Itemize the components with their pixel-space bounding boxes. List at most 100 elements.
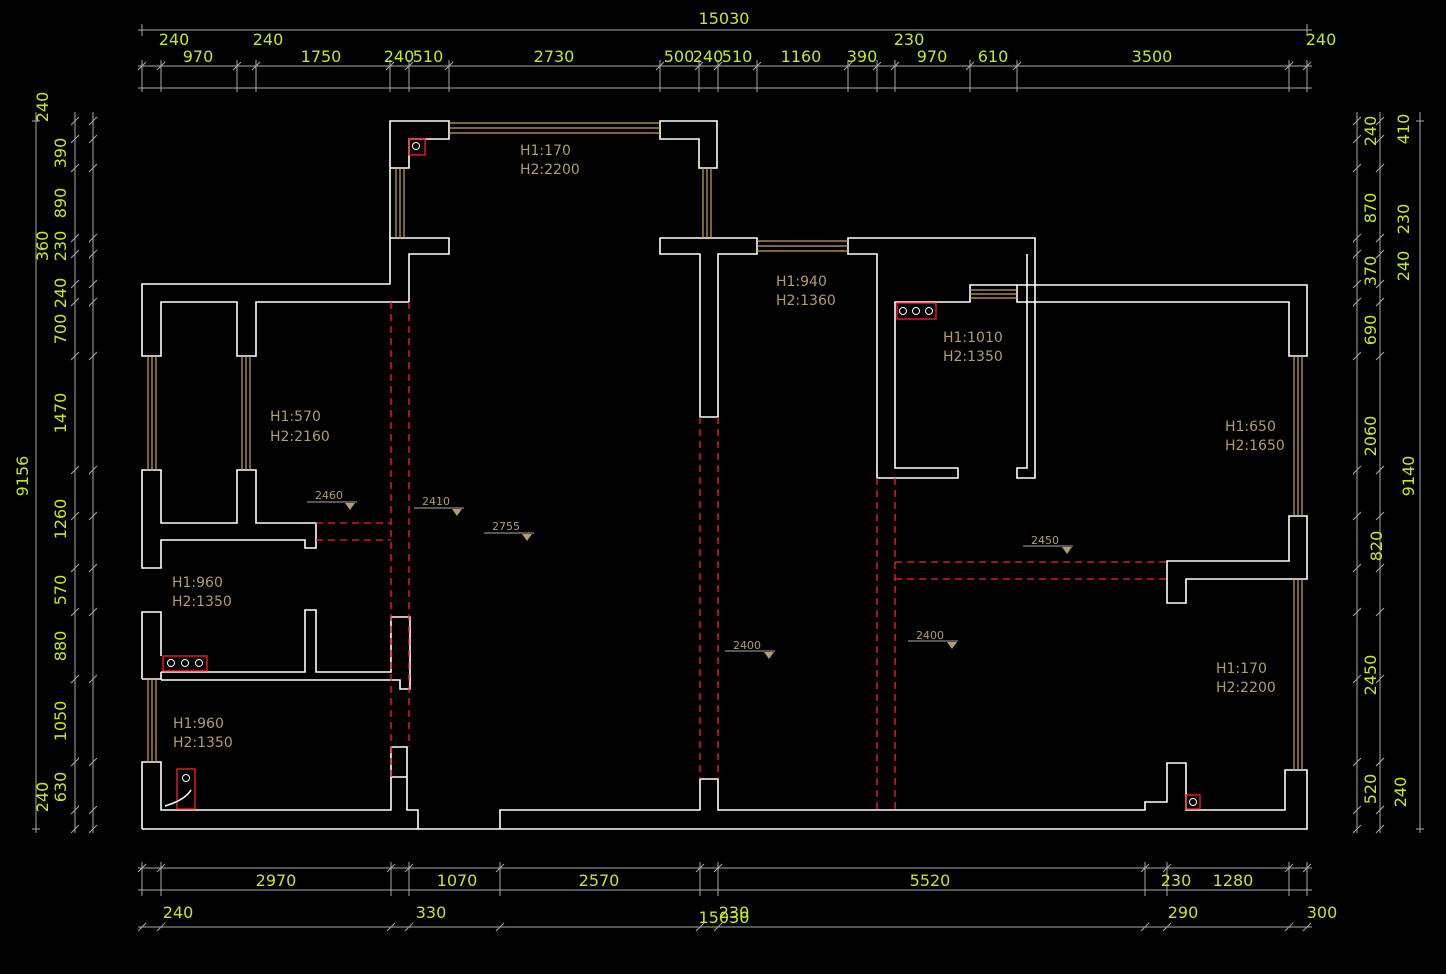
dimension-value: 1260 [51, 499, 70, 540]
dimension-tick [70, 233, 80, 243]
level-value: 2450 [1031, 534, 1059, 547]
level-marker: 2755 [484, 520, 534, 541]
dimension-tick [88, 607, 98, 617]
dimension-tick [1352, 824, 1362, 834]
dimension-tick [1162, 922, 1172, 932]
dimension-tick [1375, 805, 1385, 815]
dimension-tick [713, 922, 723, 932]
window-note-h2: H2:1350 [943, 349, 1003, 365]
dimension-value: 230 [894, 30, 925, 49]
wall-right-block [847, 237, 1036, 479]
pipe-box-bedroom [1185, 794, 1201, 810]
beam-line [876, 478, 896, 810]
dimension-tick [1352, 249, 1362, 259]
dimension-tick [70, 163, 80, 173]
west-wall-mid [141, 469, 317, 569]
exterior-wall-bottom [142, 762, 1308, 830]
dimension-value: 1050 [51, 701, 70, 742]
dimension-tick [88, 163, 98, 173]
dimension-value: 240 [163, 903, 194, 922]
dimension-value: 880 [51, 631, 70, 662]
dimension-total-left: 9156 [13, 456, 32, 497]
dimension-tick [1352, 757, 1362, 767]
pipe-box-bay [408, 138, 426, 156]
dimension-tick [88, 233, 98, 243]
window-notes: H1:170 H2:2200 H1:940 H2:1360 H1:1010 H2… [172, 143, 1285, 751]
dimension-tick [88, 116, 98, 126]
dimension-tick [70, 757, 80, 767]
dimension-value: 390 [847, 47, 878, 66]
wall-bedroom-upper [1016, 254, 1308, 479]
dimension-value: 1070 [437, 871, 478, 890]
level-value: 2755 [492, 520, 520, 533]
flue-box-utility [896, 302, 937, 320]
bay-wall-right [659, 120, 718, 169]
dimension-value: 300 [1307, 903, 1338, 922]
level-marker: 2460 [307, 489, 357, 510]
dimension-value: 240 [693, 47, 724, 66]
dimension-total-right: 9140 [1399, 456, 1418, 497]
west-wall-lower [141, 611, 162, 680]
dimension-tick [386, 922, 396, 932]
dimension-total-top: 15030 [699, 9, 750, 28]
dimension-tick [70, 134, 80, 144]
dimension-lines [35, 29, 1421, 928]
dimension-value: 630 [51, 772, 70, 803]
dimension-value: 510 [722, 47, 753, 66]
dimension-value: 5520 [910, 871, 951, 890]
central-wall [659, 237, 758, 418]
dimension-value: 240 [1361, 116, 1380, 147]
dimension-value: 520 [1361, 774, 1380, 805]
dimension-value: 3500 [1132, 47, 1173, 66]
window-note-h1: H1:960 [173, 716, 224, 732]
window-note-h1: H1:1010 [943, 330, 1003, 346]
window-note-h2: H2:1650 [1225, 438, 1285, 454]
dimension-tick [88, 249, 98, 259]
dimension-tick [88, 511, 98, 521]
dimension-tick [1375, 824, 1385, 834]
level-marker: 2400 [725, 639, 775, 659]
dimension-value: 240 [33, 782, 52, 813]
dimension-tick [1352, 465, 1362, 475]
dimension-tick [1352, 511, 1362, 521]
dimension-value: 2060 [1361, 416, 1380, 457]
dimension-value: 2570 [579, 871, 620, 890]
dimension-tick [70, 116, 80, 126]
dimension-tick [70, 511, 80, 521]
dimension-value: 390 [51, 138, 70, 169]
window-note-h1: H1:170 [1216, 661, 1267, 677]
dimension-tick [1375, 116, 1385, 126]
dimension-value: 2730 [534, 47, 575, 66]
dimension-value: 2450 [1361, 655, 1380, 696]
dimension-value: 610 [978, 47, 1009, 66]
dimension-value: 890 [51, 188, 70, 219]
dimension-tick [88, 674, 98, 684]
dimension-value: 1470 [51, 393, 70, 434]
window-bay-right [702, 168, 712, 238]
dimension-tick [70, 249, 80, 259]
level-marker: 2410 [414, 495, 464, 516]
dimension-value: 700 [51, 314, 70, 345]
window-note-h1: H1:570 [270, 409, 321, 425]
dimension-tick [1375, 465, 1385, 475]
dimension-value: 240 [1394, 251, 1413, 282]
dimension-value: 690 [1361, 315, 1380, 346]
dimension-value: 870 [1361, 193, 1380, 224]
window-utility [970, 289, 1017, 299]
pipe-box-bath [176, 768, 196, 810]
dimension-value: 1160 [781, 47, 822, 66]
dimension-tick [1352, 134, 1362, 144]
window-note-h2: H2:1360 [776, 293, 836, 309]
dimension-tick [70, 297, 80, 307]
dimension-tick [137, 922, 147, 932]
dimension-tick [70, 465, 80, 475]
dimension-value: 410 [1394, 114, 1413, 145]
dimension-value: 510 [413, 47, 444, 66]
window-east-upper [1293, 356, 1303, 516]
dimension-tick [1375, 607, 1385, 617]
dimension-tick [1352, 279, 1362, 289]
dimension-value: 240 [1306, 30, 1337, 49]
bay-wall-left [389, 120, 450, 238]
dimension-value: 330 [416, 903, 447, 922]
